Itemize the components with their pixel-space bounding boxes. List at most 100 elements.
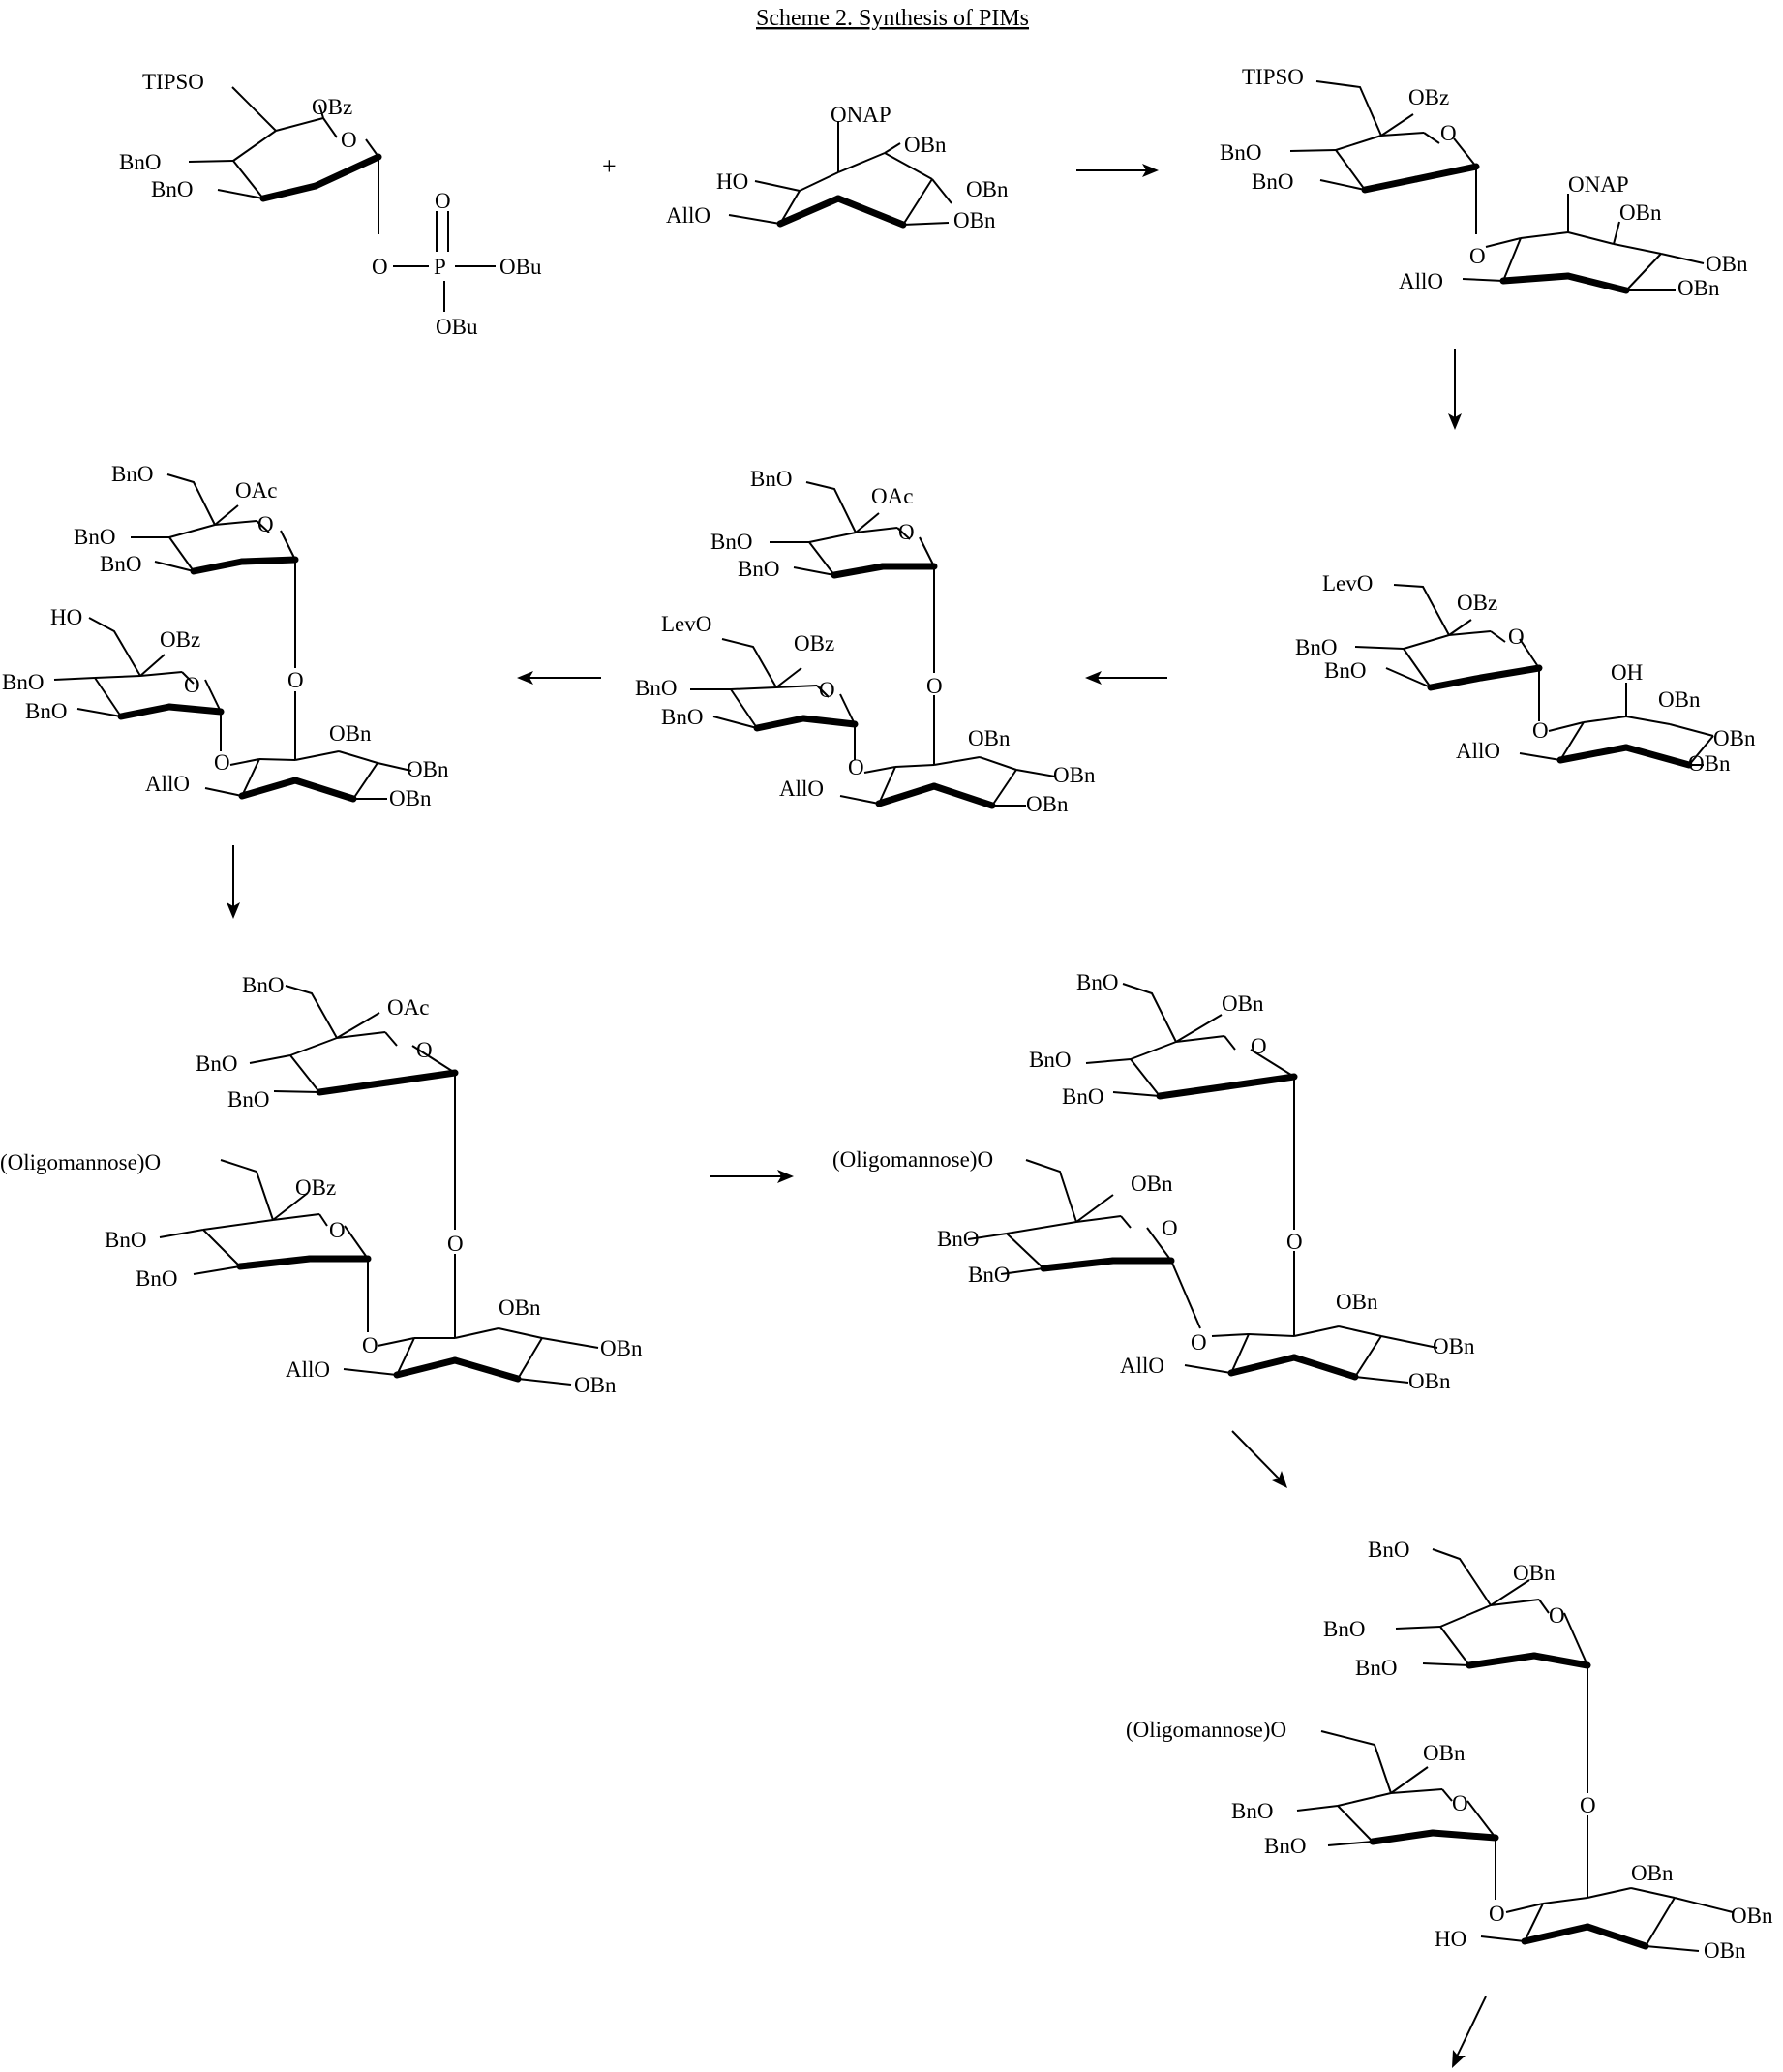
o2-label: OBz bbox=[295, 1175, 336, 1200]
o4-label: BnO bbox=[2, 670, 44, 694]
ring-oxygen-label: O bbox=[257, 512, 274, 536]
inositol-acceptor: ONAP OBn HO OBn AllO OBn bbox=[666, 103, 1009, 232]
allo-label: AllO bbox=[1120, 1354, 1164, 1378]
anomeric-oxygen-label: O bbox=[372, 255, 388, 279]
o3-label: BnO bbox=[136, 1266, 177, 1291]
o2-label: OAc bbox=[387, 995, 429, 1020]
obu-label: OBu bbox=[499, 255, 542, 279]
obn-label: OBn bbox=[389, 786, 432, 810]
obn-label: OBn bbox=[407, 757, 449, 781]
o6-label: TIPSO bbox=[142, 70, 204, 94]
ring-oxygen-label: O bbox=[184, 673, 200, 697]
o6-label: BnO bbox=[1076, 970, 1118, 994]
o2-label: OBz bbox=[1457, 591, 1497, 615]
obn-label: OBn bbox=[600, 1336, 643, 1360]
obn-label: OBn bbox=[904, 133, 947, 157]
o3-label: BnO bbox=[25, 699, 67, 723]
phosphoryl-oxygen-label: O bbox=[435, 189, 451, 213]
obn-label: OBn bbox=[499, 1295, 541, 1320]
o6-label: HO bbox=[50, 605, 82, 629]
o6-label: LevO bbox=[661, 612, 711, 636]
o3-label: BnO bbox=[1252, 169, 1293, 194]
o4-label: BnO bbox=[74, 525, 115, 549]
onap-label: ONAP bbox=[831, 103, 892, 127]
obn-label: OBn bbox=[1631, 1861, 1674, 1885]
glycosidic-oxygen-label: O bbox=[1489, 1902, 1505, 1926]
ring-oxygen-label: O bbox=[1251, 1034, 1267, 1058]
onap-label: ONAP bbox=[1568, 172, 1629, 197]
obn-label: OBn bbox=[1731, 1904, 1773, 1928]
allo-label: AllO bbox=[779, 777, 824, 801]
glycosidic-oxygen-label: O bbox=[1286, 1230, 1303, 1254]
o3-label: BnO bbox=[738, 557, 779, 581]
de-allylated-trisaccharide: BnO OBn BnO BnO O (Oligomannose)O OBn Bn… bbox=[1126, 1538, 1773, 1963]
o4-label: BnO bbox=[1231, 1799, 1273, 1823]
ring-oxygen-label: O bbox=[329, 1218, 346, 1242]
obn-label: OBn bbox=[329, 721, 372, 746]
o2-label: OBn bbox=[1131, 1172, 1173, 1196]
obn-label: OBn bbox=[1713, 726, 1756, 750]
allo-label: AllO bbox=[1399, 269, 1443, 293]
o2-label: OAc bbox=[871, 484, 913, 508]
o6-label: BnO bbox=[111, 462, 153, 486]
ring-oxygen-label: O bbox=[1508, 625, 1525, 649]
o3-label: BnO bbox=[1062, 1084, 1103, 1109]
o6-label: BnO bbox=[242, 973, 284, 997]
glycosidic-oxygen-label: O bbox=[1469, 244, 1486, 268]
o4-label: BnO bbox=[1323, 1617, 1365, 1641]
o2-label: OBz bbox=[794, 631, 834, 655]
mannosyl-phosphate-donor: TIPSO OBz BnO BnO O O P O OBu OBu bbox=[119, 70, 542, 339]
o4-label: BnO bbox=[937, 1227, 979, 1251]
obn-label: OBn bbox=[953, 208, 996, 232]
obn-label: OBn bbox=[1688, 751, 1731, 776]
o6-label: (Oligomannose)O bbox=[1126, 1718, 1286, 1742]
obu-label: OBu bbox=[436, 315, 478, 339]
ring-oxygen-label: O bbox=[1452, 1791, 1468, 1815]
ring-oxygen-label: O bbox=[898, 520, 915, 544]
allo-label: AllO bbox=[286, 1357, 330, 1382]
o6-label: BnO bbox=[1368, 1538, 1409, 1562]
o3-label: BnO bbox=[661, 705, 703, 729]
obn-label: OBn bbox=[1706, 252, 1748, 276]
oligomannose-trisaccharide: BnO OAc BnO BnO O (Oligomannose)O OBz Bn… bbox=[0, 973, 643, 1397]
o4-label: BnO bbox=[635, 676, 677, 700]
glycosidic-oxygen-label: O bbox=[447, 1232, 464, 1256]
allo-label: AllO bbox=[145, 772, 190, 796]
obn-label: OBn bbox=[1408, 1369, 1451, 1393]
obn-label: OBn bbox=[1704, 1938, 1746, 1963]
obn-label: OBn bbox=[1658, 687, 1701, 712]
o2-label: OBn bbox=[1222, 991, 1264, 1016]
oh-label: OH bbox=[1611, 660, 1643, 685]
phosphorus-label: P bbox=[434, 255, 446, 279]
o2-label: OAc bbox=[235, 478, 277, 503]
coupled-product-onap: TIPSO OBz BnO BnO O O ONAP OBn OBn AllO … bbox=[1220, 65, 1748, 300]
ring-oxygen-label: O bbox=[416, 1038, 433, 1062]
o2-label: OBz bbox=[312, 95, 352, 119]
o3-label: BnO bbox=[1264, 1834, 1306, 1858]
reaction-arrow bbox=[1457, 1996, 1486, 2057]
obn-label: OBn bbox=[1619, 200, 1662, 225]
obn-label: OBn bbox=[968, 726, 1011, 750]
glycosidic-oxygen-label: O bbox=[362, 1333, 378, 1357]
o4-label: BnO bbox=[1295, 635, 1337, 659]
glycosidic-oxygen-label: O bbox=[1532, 718, 1549, 743]
o4-label: BnO bbox=[710, 530, 752, 554]
o6-label: TIPSO bbox=[1242, 65, 1304, 89]
ho-label: HO bbox=[1435, 1927, 1466, 1951]
glycosidic-oxygen-label: O bbox=[1191, 1330, 1207, 1355]
o3-label: BnO bbox=[227, 1087, 269, 1112]
o6-label: (Oligomannose)O bbox=[832, 1147, 993, 1172]
plus-sign: + bbox=[602, 152, 617, 180]
o4-label: BnO bbox=[1029, 1048, 1071, 1072]
obn-label: OBn bbox=[966, 177, 1009, 201]
scheme-title: Scheme 2. Synthesis of PIMs bbox=[756, 6, 1029, 31]
allo-label: AllO bbox=[666, 203, 710, 228]
reaction-arrow bbox=[1232, 1431, 1280, 1479]
obn-label: OBn bbox=[1433, 1334, 1475, 1358]
glycosidic-oxygen-label: O bbox=[214, 750, 230, 775]
glycosidic-oxygen-label: O bbox=[848, 755, 864, 779]
o4-label: BnO bbox=[105, 1228, 146, 1252]
o4-label: BnO bbox=[119, 150, 161, 174]
glycosidic-oxygen-label: O bbox=[1580, 1793, 1596, 1817]
